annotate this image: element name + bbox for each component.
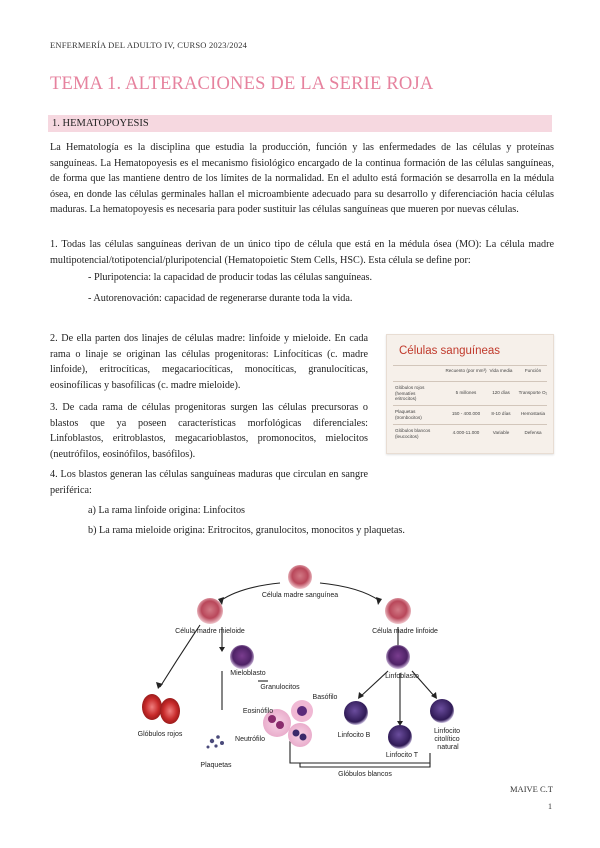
natural-killer-icon bbox=[430, 699, 454, 723]
table-cell: Variable bbox=[492, 430, 510, 435]
list-item-autorenovacion: - Autorenovación: capacidad de regenerar… bbox=[88, 293, 353, 304]
stem-cell-label: Célula madre sanguínea bbox=[262, 592, 338, 599]
table-cell: Hemostasia bbox=[520, 411, 546, 416]
myeloid-stem-cell-label: Célula madre mieloide bbox=[175, 628, 245, 635]
table-title: Células sanguíneas bbox=[399, 345, 501, 357]
red-blood-cells-icon bbox=[142, 694, 180, 724]
neutrophil-label: Neutrófilo bbox=[235, 736, 265, 743]
myeloblast-icon bbox=[230, 645, 254, 669]
sub-item-b: b) La rama mieloide origina: Eritrocitos… bbox=[88, 525, 405, 536]
table-cell: 4.000-11.000 bbox=[452, 430, 480, 435]
table-divider bbox=[393, 424, 547, 425]
table-header-cell: Vida media bbox=[489, 368, 513, 373]
table-divider bbox=[393, 405, 547, 406]
table-cell: Defensa bbox=[524, 430, 542, 435]
white-blood-cells-label: Glóbulos blancos bbox=[338, 771, 392, 778]
sub-item-a: a) La rama linfoide origina: Linfocitos bbox=[88, 505, 246, 516]
table-cell: 150 - 400.000 bbox=[451, 411, 481, 416]
platelets-icon bbox=[206, 735, 224, 749]
document-header: ENFERMERÍA DEL ADULTO IV, CURSO 2023/202… bbox=[50, 40, 248, 50]
page-title: TEMA 1. ALTERACIONES DE LA SERIE ROJA bbox=[50, 74, 434, 94]
eosinophil-label: Eosinófilo bbox=[243, 708, 273, 715]
lymphocyte-b-icon bbox=[344, 701, 368, 725]
point-1-paragraph: 1. Todas las células sanguíneas derivan … bbox=[50, 239, 554, 266]
author-signature: MAIVE C.T bbox=[510, 784, 553, 794]
table-cell: Plaquetas (trombocitos) bbox=[395, 409, 422, 420]
table-cell: 8-10 días bbox=[491, 411, 511, 416]
page-number: 1 bbox=[548, 802, 552, 811]
myeloblast-label: Mieloblasto bbox=[230, 670, 266, 677]
lymphoblast-label: Linfoblasto bbox=[385, 673, 419, 680]
table-header-cell: Función bbox=[524, 368, 542, 373]
basophil-label: Basófilo bbox=[313, 694, 338, 701]
table-cell: 120 días bbox=[492, 390, 510, 395]
table-header-cell: Recuento (por mm³) bbox=[445, 368, 487, 373]
myeloid-stem-cell-icon bbox=[197, 598, 223, 624]
table-cell: 5 millones bbox=[455, 390, 477, 395]
lymphoid-stem-cell-label: Célula madre linfoide bbox=[372, 628, 438, 635]
table-cell: Glóbulos blancos (leucocitos) bbox=[395, 428, 431, 439]
stem-cell-icon bbox=[288, 565, 312, 589]
lymphocyte-b-label: Linfocito B bbox=[338, 732, 371, 739]
natural-killer-label: Linfocito citolítico natural bbox=[434, 728, 462, 751]
hematopoiesis-diagram: Célula madre sanguínea Célula madre miel… bbox=[138, 565, 462, 778]
blood-cells-table: Células sanguíneas Recuento (por mm³) Vi… bbox=[386, 334, 554, 454]
section-heading: 1. HEMATOPOYESIS bbox=[52, 118, 149, 129]
point-2-paragraph: 2. De ella parten dos linajes de células… bbox=[50, 333, 368, 391]
platelets-label: Plaquetas bbox=[200, 762, 232, 769]
lymphoid-stem-cell-icon bbox=[385, 598, 411, 624]
table-cell: Glóbulos rojos (hematíes eritrocitos) bbox=[395, 385, 425, 402]
lymphocyte-t-label: Linfocito T bbox=[386, 752, 419, 759]
table-divider bbox=[393, 365, 547, 366]
list-item-pluripotencia: - Pluripotencia: la capacidad de produci… bbox=[88, 272, 373, 283]
point-4-paragraph: 4. Los blastos generan las células sangu… bbox=[50, 469, 368, 496]
table-divider bbox=[393, 381, 547, 382]
granulocytes-label: Granulocitos bbox=[260, 684, 300, 691]
red-blood-cells-label: Glóbulos rojos bbox=[138, 731, 183, 738]
lymphoblast-icon bbox=[386, 645, 410, 669]
intro-paragraph: La Hematología es la disciplina que estu… bbox=[50, 142, 554, 216]
lymphocyte-t-icon bbox=[388, 725, 412, 749]
point-3-paragraph: 3. De cada rama de células progenitoras … bbox=[50, 402, 368, 460]
section-bar bbox=[48, 115, 552, 132]
table-cell: Transporte O₂ bbox=[518, 390, 548, 395]
granulocytes-icon bbox=[263, 700, 313, 747]
